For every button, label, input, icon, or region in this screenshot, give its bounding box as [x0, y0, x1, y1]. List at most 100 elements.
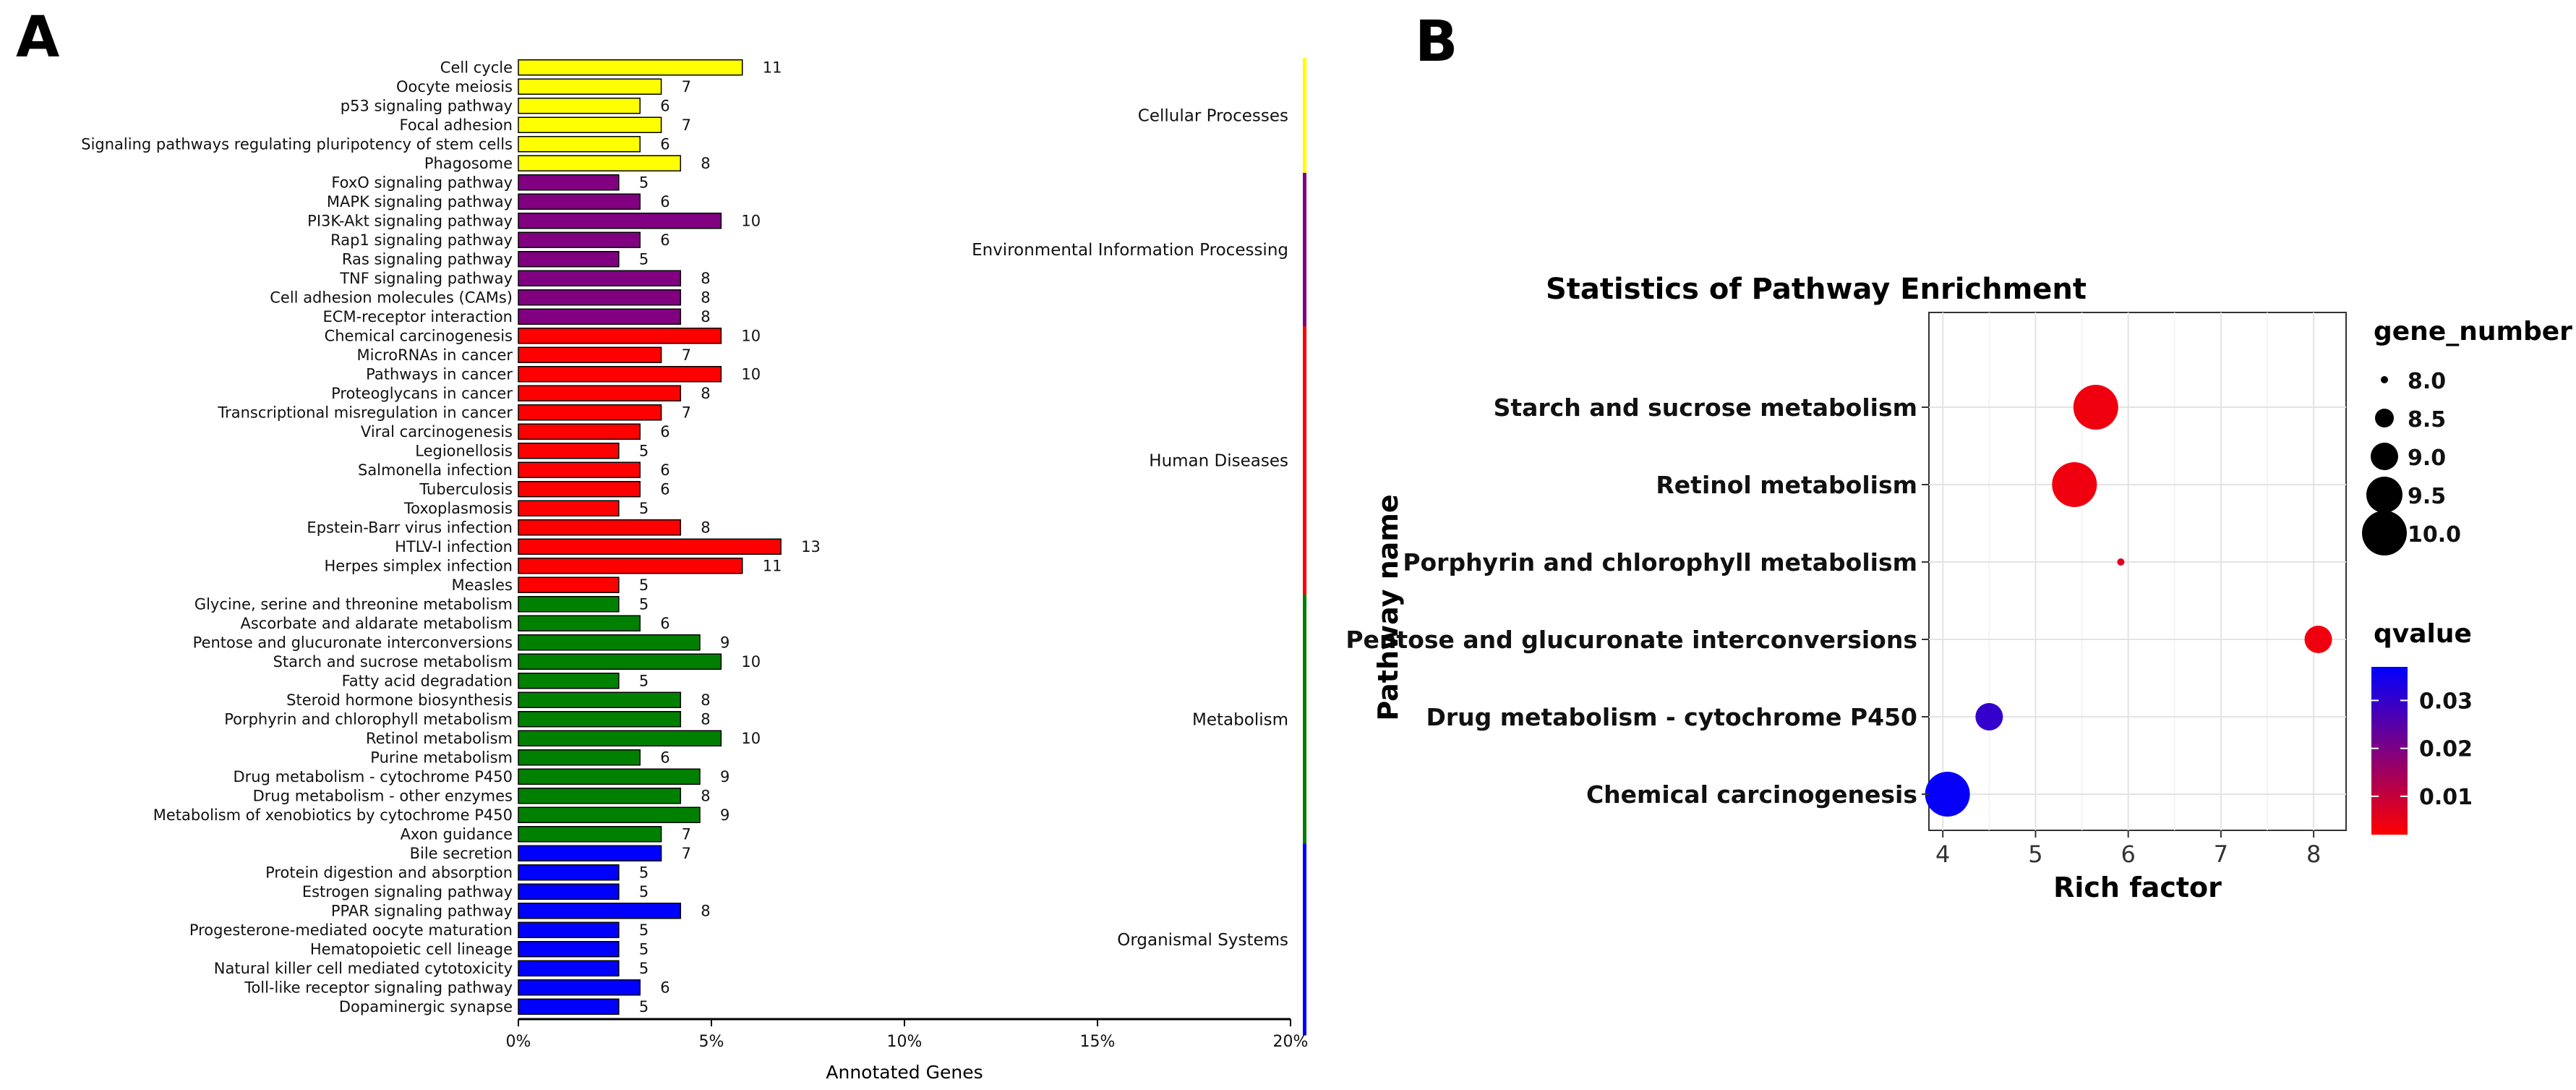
bar-count-ascorbate-and-aldarate-metabolism: 6	[660, 615, 669, 632]
bar-signaling-pathways-regulating-pluripotency-of-stem-cells	[518, 136, 641, 153]
x-tick-label-1: 5%	[699, 1033, 724, 1051]
color-legend-title: qvalue	[2374, 619, 2472, 649]
bar-label-transcriptional-misregulation-in-cancer: Transcriptional misregulation in cancer	[217, 404, 513, 421]
bar-label-ascorbate-and-aldarate-metabolism: Ascorbate and aldarate metabolism	[240, 615, 513, 632]
bar-porphyrin-and-chlorophyll-metabolism	[518, 711, 682, 728]
bar-count-p53-signaling-pathway: 6	[660, 97, 669, 114]
bar-starch-and-sucrose-metabolism	[518, 653, 722, 670]
color-tick-label-0-02: 0.02	[2419, 737, 2473, 762]
bar-label-salmonella-infection: Salmonella infection	[358, 461, 513, 479]
bar-label-toxoplasmosis: Toxoplasmosis	[403, 500, 513, 517]
bar-label-ppar-signaling-pathway: PPAR signaling pathway	[331, 902, 513, 919]
bar-count-fatty-acid-degradation: 5	[639, 672, 649, 689]
size-legend-label-8-0: 8.0	[2408, 369, 2446, 394]
size-legend-dot-10-0	[2362, 511, 2407, 555]
bar-label-ecm-receptor-interaction: ECM-receptor interaction	[323, 308, 513, 325]
bar-count-ppar-signaling-pathway: 8	[701, 902, 710, 919]
bar-label-p53-signaling-pathway: p53 signaling pathway	[341, 97, 513, 114]
bar-label-toll-like-receptor-signaling-pathway: Toll-like receptor signaling pathway	[244, 979, 513, 996]
bar-count-legionellosis: 5	[639, 442, 649, 459]
bar-retinol-metabolism	[518, 730, 722, 746]
color-bar	[2371, 667, 2408, 835]
group-strip-environmental-information-processing	[1303, 173, 1306, 326]
bar-count-cell-adhesion-molecules-cams: 8	[701, 289, 710, 306]
bar-count-porphyrin-and-chlorophyll-metabolism: 8	[701, 710, 710, 728]
bar-label-dopaminergic-synapse: Dopaminergic synapse	[339, 998, 513, 1016]
x-tick-label-2: 6	[2121, 840, 2135, 868]
bar-count-toll-like-receptor-signaling-pathway: 6	[660, 979, 669, 996]
color-legend: qvalue 0.030.020.01	[2371, 619, 2473, 835]
bar-pentose-and-glucuronate-interconversions	[518, 634, 701, 651]
bar-count-micrornas-in-cancer: 7	[682, 346, 691, 364]
bar-count-rap1-signaling-pathway: 6	[660, 231, 669, 249]
bar-count-protein-digestion-and-absorption: 5	[639, 864, 649, 881]
size-legend: gene_number 8.08.59.09.510.0	[2362, 317, 2572, 555]
bar-label-metabolism-of-xenobiotics-by-cytochrome-p450: Metabolism of xenobiotics by cytochrome …	[153, 806, 513, 824]
group-label-metabolism: Metabolism	[1192, 710, 1288, 729]
group-strip-organismal-systems	[1303, 843, 1306, 1036]
x-axis-title: Annotated Genes	[826, 1062, 983, 1083]
size-legend-dot-8-5	[2375, 409, 2394, 427]
bar-label-retinol-metabolism: Retinol metabolism	[366, 730, 513, 747]
bar-label-rap1-signaling-pathway: Rap1 signaling pathway	[330, 231, 513, 249]
bar-count-phagosome: 8	[701, 155, 710, 172]
bar-pi3k-akt-signaling-pathway	[518, 213, 722, 229]
bar-count-pathways-in-cancer: 10	[741, 365, 761, 383]
bar-salmonella-infection	[518, 461, 641, 478]
panel-label-b: B	[1415, 9, 1458, 74]
bar-label-axon-guidance: Axon guidance	[401, 825, 513, 843]
bar-count-oocyte-meiosis: 7	[682, 78, 691, 95]
bar-herpes-simplex-infection	[518, 558, 743, 574]
bar-label-focal-adhesion: Focal adhesion	[400, 116, 513, 134]
bar-label-cell-adhesion-molecules-cams: Cell adhesion molecules (CAMs)	[270, 289, 513, 306]
bar-foxo-signaling-pathway	[518, 174, 620, 191]
bar-count-toxoplasmosis: 5	[639, 500, 649, 517]
bar-legionellosis	[518, 443, 620, 459]
bar-measles	[518, 576, 620, 593]
bar-count-natural-killer-cell-mediated-cytotoxicity: 5	[639, 960, 649, 977]
x-tick-label-0: 0%	[506, 1033, 531, 1051]
bar-count-pentose-and-glucuronate-interconversions: 9	[720, 634, 729, 651]
bar-count-chemical-carcinogenesis: 10	[741, 327, 761, 344]
bar-htlv-i-infection	[518, 538, 782, 555]
point-porphyrin-and-chlorophyll-metabolism	[2117, 558, 2125, 566]
bar-natural-killer-cell-mediated-cytotoxicity	[518, 960, 620, 976]
bar-oocyte-meiosis	[518, 78, 662, 95]
bar-rap1-signaling-pathway	[518, 231, 641, 248]
bar-label-bile-secretion: Bile secretion	[410, 845, 513, 862]
bar-glycine-serine-and-threonine-metabolism	[518, 596, 620, 613]
bar-count-estrogen-signaling-pathway: 5	[639, 883, 649, 900]
bar-count-viral-carcinogenesis: 6	[660, 423, 669, 440]
bar-count-steroid-hormone-biosynthesis: 8	[701, 691, 710, 709]
bar-count-glycine-serine-and-threonine-metabolism: 5	[639, 595, 649, 613]
bar-label-purine-metabolism: Purine metabolism	[370, 749, 513, 766]
bar-label-cell-cycle: Cell cycle	[440, 59, 513, 76]
bar-drug-metabolism-cytochrome-p450	[518, 768, 701, 785]
bar-protein-digestion-and-absorption	[518, 864, 620, 881]
size-legend-label-8-5: 8.5	[2408, 407, 2446, 433]
bar-label-hematopoietic-cell-lineage: Hematopoietic cell lineage	[310, 940, 513, 958]
x-tick-label-4: 20%	[1273, 1033, 1309, 1051]
y-tick-label-retinol-metabolism: Retinol metabolism	[1656, 471, 1917, 499]
bar-label-ras-signaling-pathway: Ras signaling pathway	[342, 250, 513, 268]
bar-axon-guidance	[518, 826, 662, 843]
bar-label-epstein-barr-virus-infection: Epstein-Barr virus infection	[307, 519, 513, 536]
y-tick-label-porphyrin-and-chlorophyll-metabolism: Porphyrin and chlorophyll metabolism	[1403, 548, 1917, 576]
bar-count-tnf-signaling-pathway: 8	[701, 270, 710, 287]
y-tick-label-starch-and-sucrose-metabolism: Starch and sucrose metabolism	[1494, 393, 1917, 422]
bar-count-bile-secretion: 7	[682, 845, 691, 862]
bar-steroid-hormone-biosynthesis	[518, 691, 682, 708]
bar-ras-signaling-pathway	[518, 251, 620, 268]
bar-ascorbate-and-aldarate-metabolism	[518, 615, 641, 631]
bar-mapk-signaling-pathway	[518, 193, 641, 210]
size-legend-label-9-5: 9.5	[2408, 484, 2446, 509]
bar-label-pathways-in-cancer: Pathways in cancer	[366, 365, 513, 383]
group-strip-metabolism	[1303, 595, 1306, 844]
bar-label-estrogen-signaling-pathway: Estrogen signaling pathway	[302, 883, 513, 900]
size-legend-label-9-0: 9.0	[2408, 446, 2446, 471]
x-tick-label-3: 7	[2214, 840, 2228, 868]
